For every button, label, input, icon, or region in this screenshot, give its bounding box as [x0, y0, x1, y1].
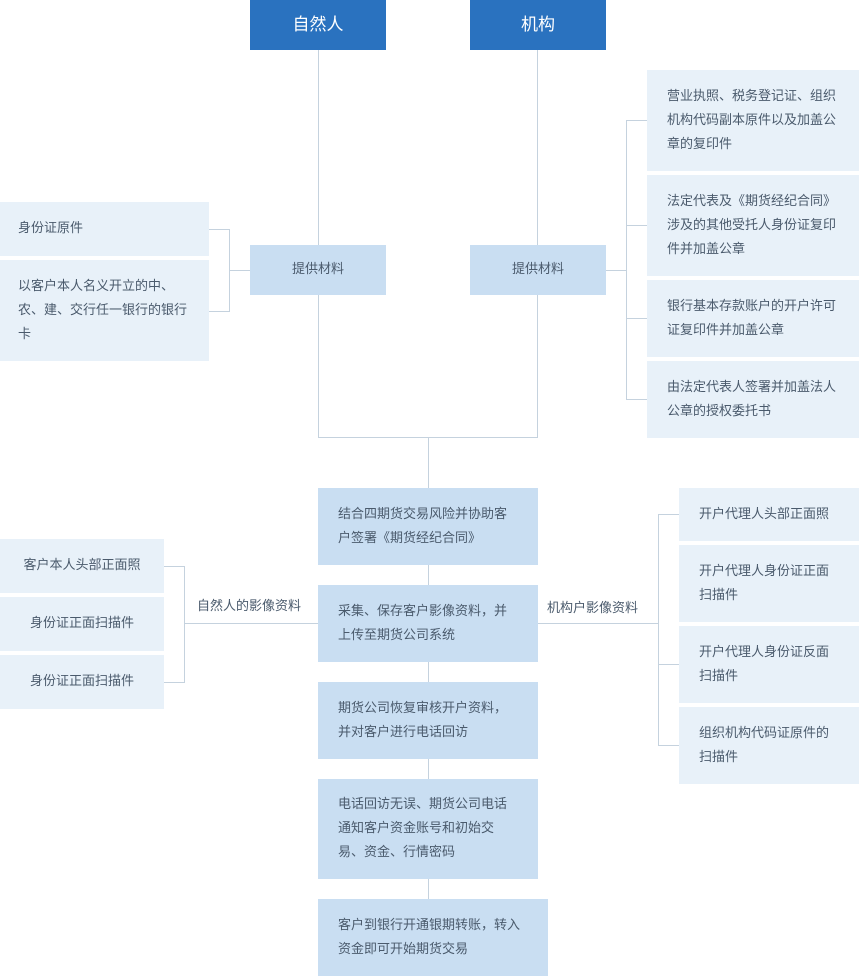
- connector-line: [626, 120, 647, 121]
- connector-line: [538, 623, 658, 624]
- connector-line: [606, 270, 627, 271]
- connector-line: [537, 295, 538, 438]
- process-step: 电话回访无误、期货公司电话通知客户资金账号和初始交易、资金、行情密码: [318, 779, 538, 879]
- institution-material-item: 由法定代表人签署并加盖法人公章的授权委托书: [647, 361, 859, 438]
- connector-line: [184, 566, 185, 683]
- connector-line: [626, 120, 627, 400]
- connector-line: [537, 50, 538, 245]
- institution-material-item: 银行基本存款账户的开户许可证复印件并加盖公章: [647, 280, 859, 357]
- connector-line: [164, 566, 185, 567]
- process-step: 客户到银行开通银期转账，转入资金即可开始期货交易: [318, 899, 548, 976]
- connector-line: [318, 295, 319, 438]
- connector-line: [229, 270, 250, 271]
- institution-imaging-item: 开户代理人头部正面照: [679, 488, 859, 541]
- connector-line: [209, 311, 230, 312]
- process-step: 采集、保存客户影像资料，并上传至期货公司系统: [318, 585, 538, 662]
- connector-line: [318, 50, 319, 245]
- process-step: 结合四期货交易风险并协助客户签署《期货经纪合同》: [318, 488, 538, 565]
- natural-imaging-item: 身份证正面扫描件: [0, 597, 164, 651]
- natural-material-item: 以客户本人名义开立的中、农、建、交行任一银行的银行卡: [0, 260, 209, 361]
- connector-line: [658, 514, 659, 746]
- connector-line: [626, 399, 647, 400]
- natural-imaging-item: 客户本人头部正面照: [0, 539, 164, 593]
- natural-material-item: 身份证原件: [0, 202, 209, 256]
- connector-line: [658, 664, 679, 665]
- header-natural-person: 自然人: [250, 0, 386, 50]
- header-institution: 机构: [470, 0, 606, 50]
- institution-imaging-label: 机构户影像资料: [546, 599, 640, 619]
- institution-imaging-item: 开户代理人身份证反面扫描件: [679, 626, 859, 703]
- connector-line: [658, 745, 679, 746]
- institution-imaging-item: 开户代理人身份证正面扫描件: [679, 545, 859, 622]
- institution-imaging-item: 组织机构代码证原件的扫描件: [679, 707, 859, 784]
- connector-line: [209, 229, 230, 230]
- natural-imaging-item: 身份证正面扫描件: [0, 655, 164, 709]
- institution-material-item: 法定代表及《期货经纪合同》涉及的其他受托人身份证复印件并加盖公章: [647, 175, 859, 276]
- connector-line: [626, 225, 647, 226]
- natural-imaging-label: 自然人的影像资料: [196, 597, 303, 617]
- natural-materials-box: 提供材料: [250, 245, 386, 295]
- connector-line: [184, 623, 318, 624]
- institution-materials-box: 提供材料: [470, 245, 606, 295]
- process-step: 期货公司恢复审核开户资料，并对客户进行电话回访: [318, 682, 538, 759]
- connector-line: [428, 437, 429, 899]
- connector-line: [164, 682, 185, 683]
- connector-line: [626, 318, 647, 319]
- connector-line: [658, 514, 679, 515]
- institution-material-item: 营业执照、税务登记证、组织机构代码副本原件以及加盖公章的复印件: [647, 70, 859, 171]
